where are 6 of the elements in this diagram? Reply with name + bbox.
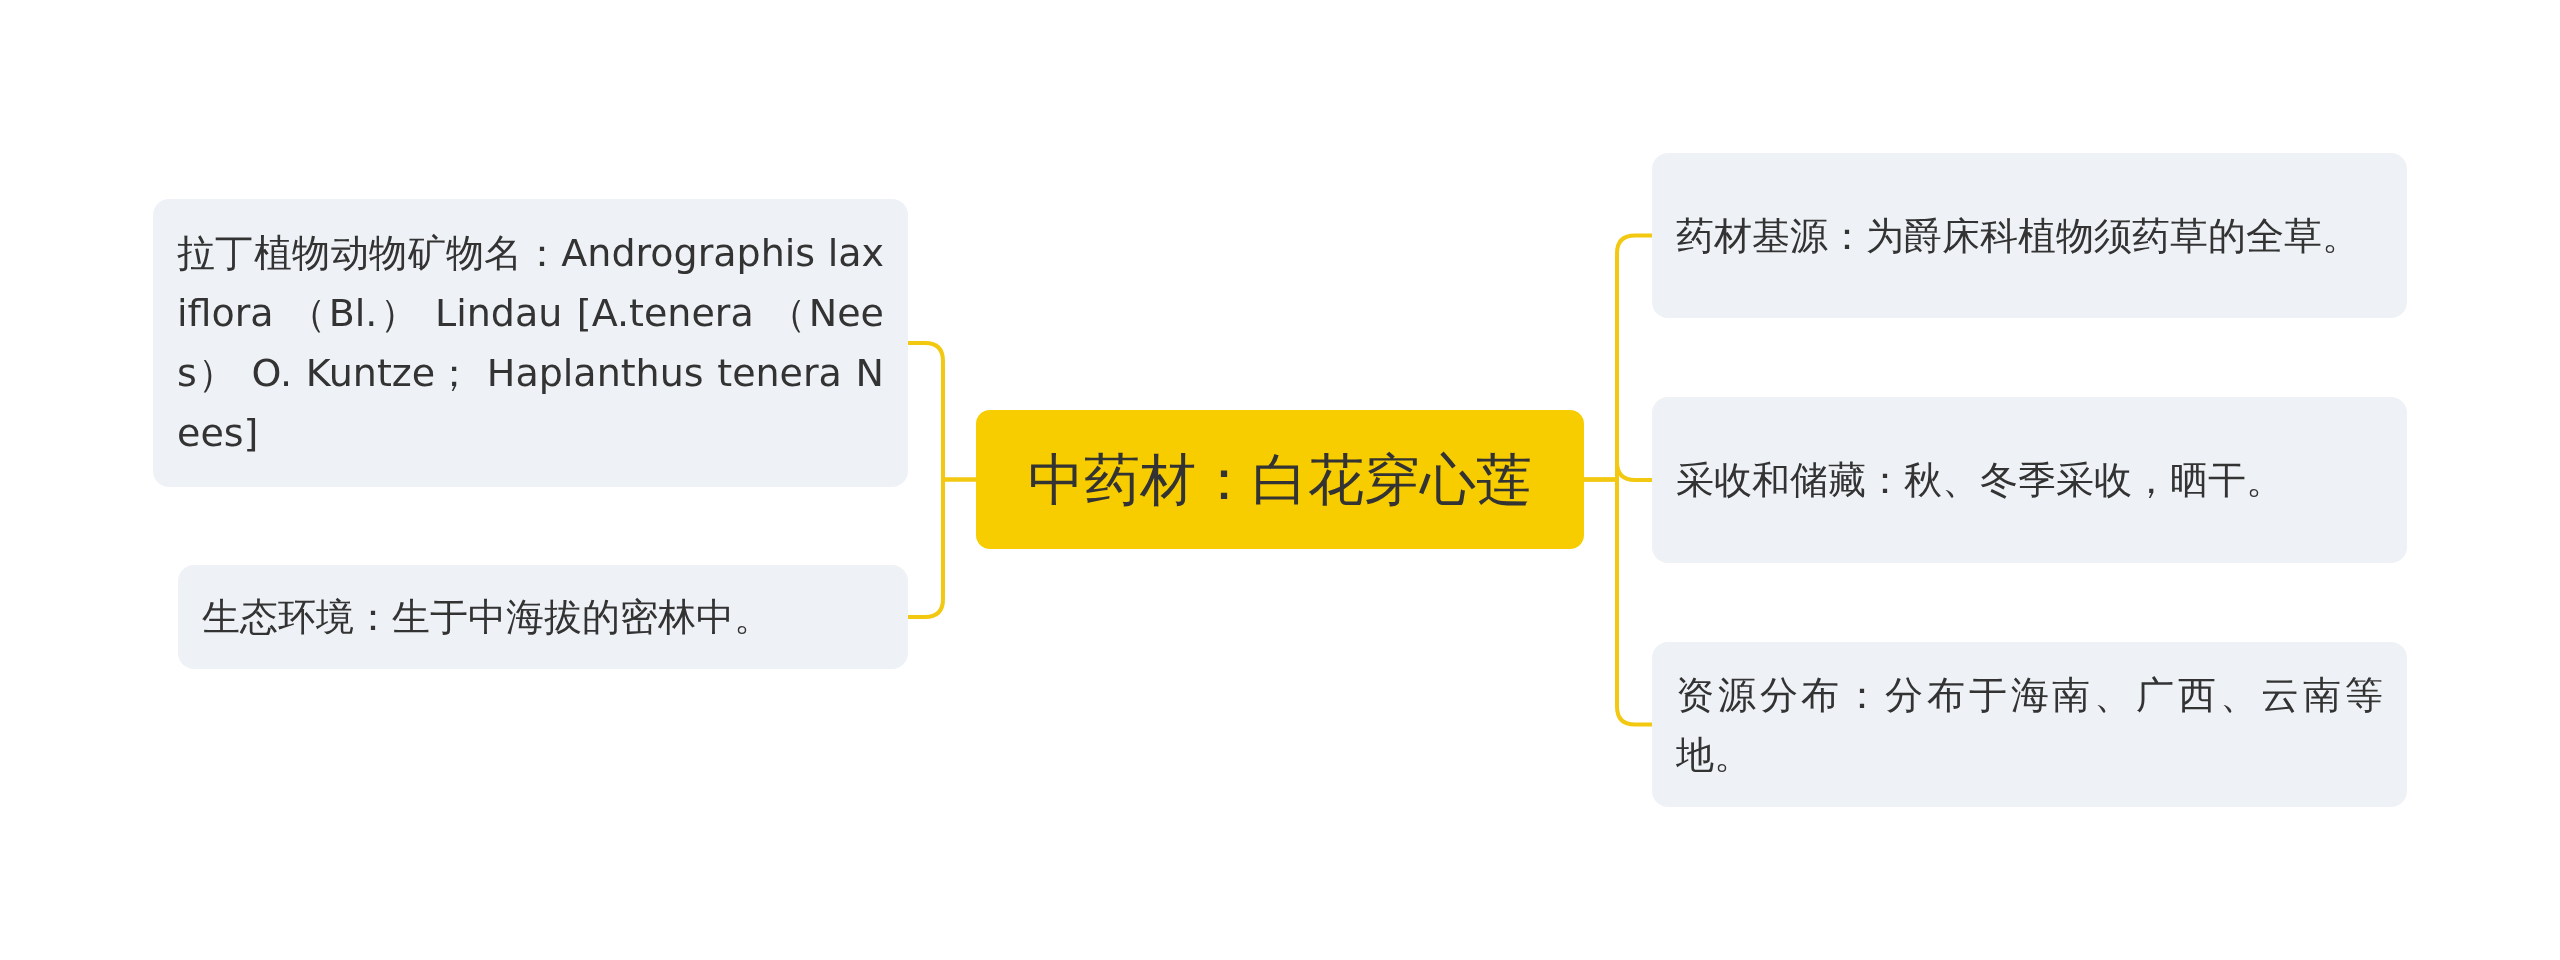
topic-box: 生态环境：生于中海拔的密林中。 (178, 565, 908, 669)
topic-box: 拉丁植物动物矿物名：Andrographis laxiflora （Bl.） Lindau [A.tenera （Nees） O. Kuntze； Haplanthus tenera Nees] (153, 199, 908, 487)
topic-box: 药材基源：为爵床科植物须药草的全草。 (1652, 153, 2407, 318)
topic-box: 采收和储藏：秋、冬季采收，晒干。 (1652, 397, 2407, 563)
center-topic-box: 中药材：白花穿心莲 (976, 410, 1584, 549)
topic-box: 资源分布：分布于海南、广西、云南等地。 (1652, 642, 2407, 807)
